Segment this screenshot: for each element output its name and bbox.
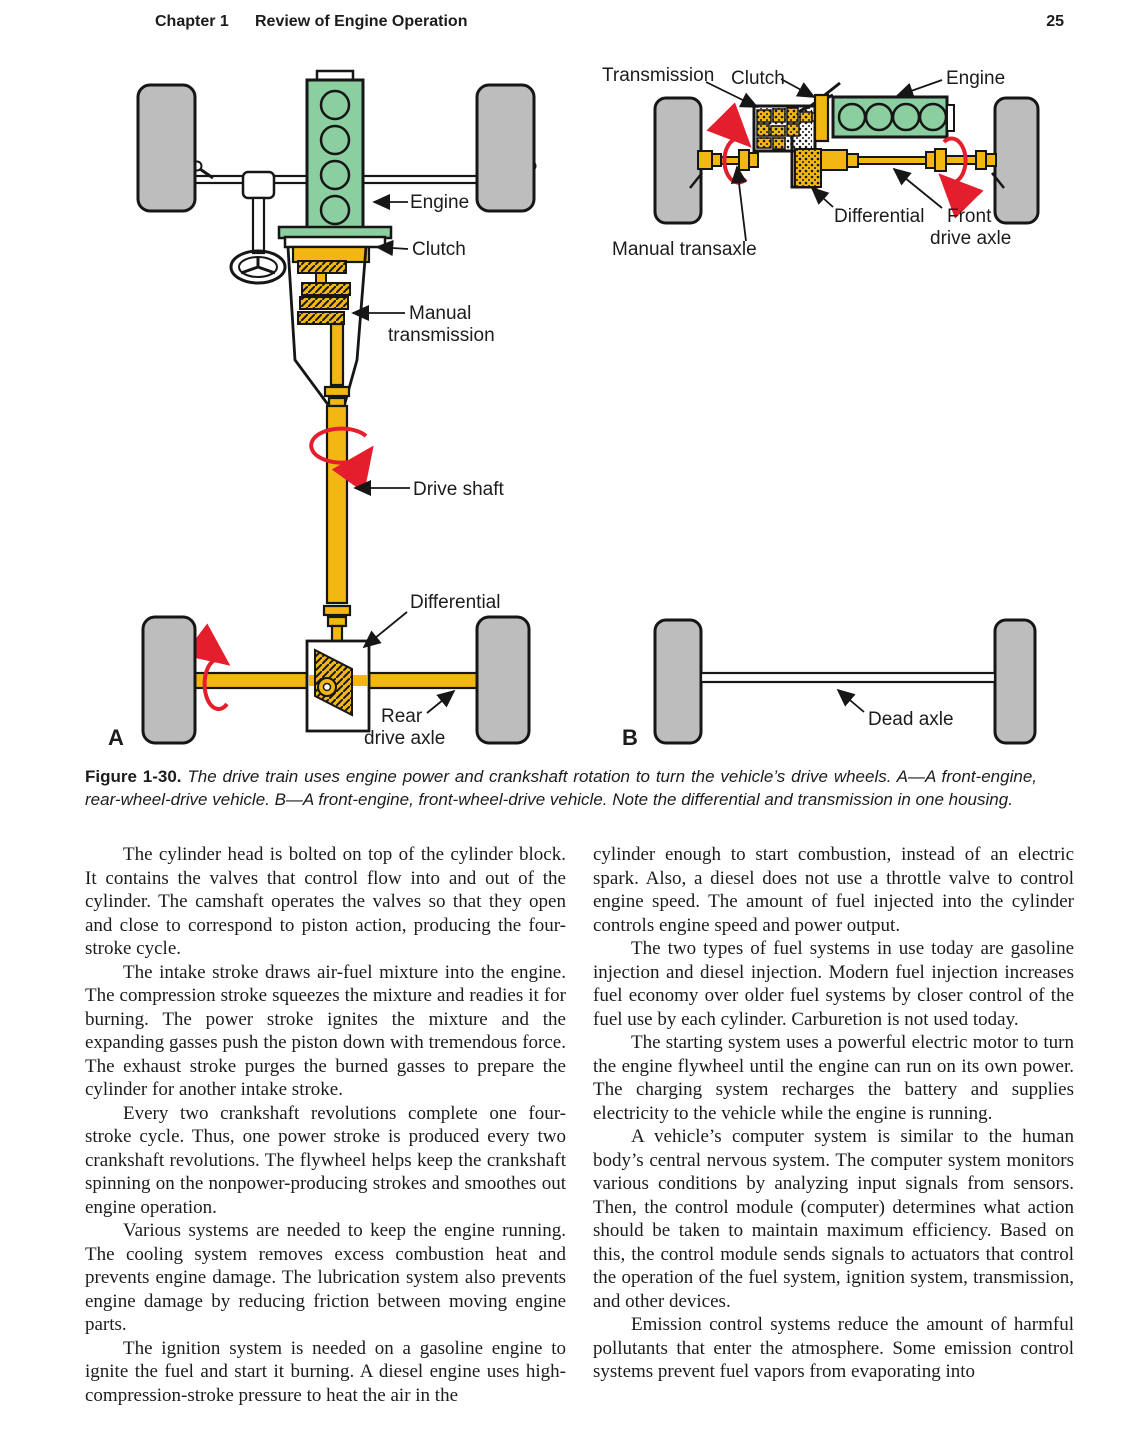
clutch-b-label-arrow	[780, 78, 816, 98]
rear-drive-axle	[191, 671, 479, 690]
cylinder-b4	[918, 102, 948, 132]
right-axle-rotation-arrow-icon	[938, 136, 984, 219]
engine-b-label-arrow	[895, 79, 943, 99]
paragraph: Emission control systems reduce the amou…	[593, 1314, 1074, 1382]
page-header: Chapter 1 Review of Engine Operation 25	[0, 13, 1122, 37]
figure-caption-text: The drive train uses engine power and cr…	[85, 767, 1037, 809]
rear-drive-axle-label-line1: Rear	[381, 706, 423, 727]
paragraph: The ignition system is needed on a gasol…	[85, 1337, 566, 1406]
front-right-wheel	[475, 83, 536, 213]
running-head-title: Review of Engine Operation	[255, 13, 468, 30]
engine-block-b	[831, 95, 955, 139]
diagram-b-labels: Transmission Clutch Engine Differential …	[602, 65, 1011, 260]
rear-right-wheel-b	[993, 618, 1037, 745]
figure-caption-label: Figure 1-30.	[85, 767, 182, 786]
rear-left-wheel-b	[653, 618, 703, 745]
engine-block	[277, 69, 393, 240]
front-drive-axle-label-line2: drive axle	[930, 228, 1011, 249]
cylinder-1	[319, 89, 351, 121]
manual-transmission-label-line2: transmission	[388, 325, 495, 346]
driveshaft-rotation-arrow-icon	[309, 426, 374, 493]
paragraph: A vehicle’s computer system is similar t…	[593, 1126, 1074, 1312]
front-left-wheel-b	[653, 96, 703, 225]
manual-transmission-label-line1: Manual	[409, 303, 471, 324]
panel-b-label: B	[622, 725, 638, 750]
engine-label: Engine	[410, 192, 469, 213]
engine-b-label: Engine	[946, 68, 1005, 89]
paragraph: The cylinder head is bolted on top of th…	[85, 844, 566, 959]
body-left-column: The cylinder head is bolted on top of th…	[85, 843, 566, 1407]
differential-label: Differential	[410, 592, 500, 613]
front-drive-axle-label-arrow	[892, 167, 943, 209]
u-joint-lower	[322, 604, 352, 617]
diagram-a-labels: Engine Clutch Manual transmission Drive …	[108, 192, 505, 750]
paragraph: The starting system uses a powerful elec…	[593, 1032, 1074, 1124]
manual-transmission-gears	[297, 260, 351, 325]
paragraph: The intake stroke draws air-fuel mixture…	[85, 961, 566, 1101]
body-right-column: cylinder enough to start combustion, ins…	[593, 843, 1074, 1384]
differential-b	[794, 148, 822, 188]
manual-transaxle-label-arrow	[730, 165, 747, 242]
rear-axle-rotation-arrow-icon	[183, 623, 231, 712]
transmission-label: Transmission	[602, 65, 714, 86]
rear-right-wheel	[475, 615, 531, 745]
cylinder-3	[319, 159, 351, 191]
differential-label-arrow	[362, 611, 408, 649]
differential-b-label: Differential	[834, 206, 924, 227]
clutch-label: Clutch	[412, 239, 466, 260]
clutch-b	[813, 93, 830, 143]
transmission-label-arrow	[705, 81, 759, 108]
rear-left-wheel	[141, 615, 197, 745]
front-right-wheel-b	[993, 96, 1040, 225]
differential-b-label-arrow	[810, 186, 834, 208]
paragraph: Various systems are needed to keep the e…	[85, 1220, 566, 1335]
rear-drive-axle-label-line2: drive axle	[364, 728, 445, 749]
drive-shaft	[322, 322, 352, 644]
u-joint-upper	[323, 385, 351, 398]
rear-drive-axle-label-arrow	[426, 689, 456, 714]
dead-axle	[699, 671, 997, 684]
paragraph-continuation: cylinder enough to start combustion, ins…	[593, 844, 1074, 936]
diagram-a-rear-wheel-drive: Engine Clutch Manual transmission Drive …	[108, 69, 537, 750]
paragraph: Every two crankshaft revolutions complet…	[85, 1102, 566, 1218]
panel-a-label: A	[108, 725, 124, 750]
clutch-b-label: Clutch	[731, 68, 785, 89]
front-drive-axle-shafts	[689, 148, 1005, 189]
diagram-b-front-wheel-drive: Transmission Clutch Engine Differential …	[602, 65, 1040, 750]
manual-transaxle-label: Manual transaxle	[612, 239, 757, 260]
cylinder-2	[319, 124, 351, 156]
figure-caption: Figure 1-30. The drive train uses engine…	[85, 765, 1037, 811]
steering-gearbox	[241, 170, 276, 200]
figure-1-30-drivetrain-diagram: Engine Clutch Manual transmission Drive …	[108, 65, 1040, 750]
clutch-label-arrow	[375, 239, 409, 257]
chapter-label: Chapter 1	[155, 13, 229, 30]
steering-column	[251, 196, 266, 255]
steering-wheel	[229, 249, 287, 285]
cylinder-b1	[837, 102, 867, 132]
clutch-assembly	[283, 235, 387, 264]
cylinder-b2	[864, 102, 894, 132]
front-drive-axle-label-line1: Front	[947, 206, 992, 227]
page-number: 25	[1046, 13, 1064, 30]
paragraph: The two types of fuel systems in use tod…	[593, 938, 1074, 1030]
differential-housing	[305, 639, 371, 733]
front-left-wheel	[136, 83, 197, 213]
dead-axle-label: Dead axle	[868, 709, 954, 730]
drive-shaft-label: Drive shaft	[413, 479, 505, 500]
cylinder-4	[319, 194, 351, 226]
cylinder-b3	[891, 102, 921, 132]
dead-axle-label-arrow	[836, 688, 865, 713]
